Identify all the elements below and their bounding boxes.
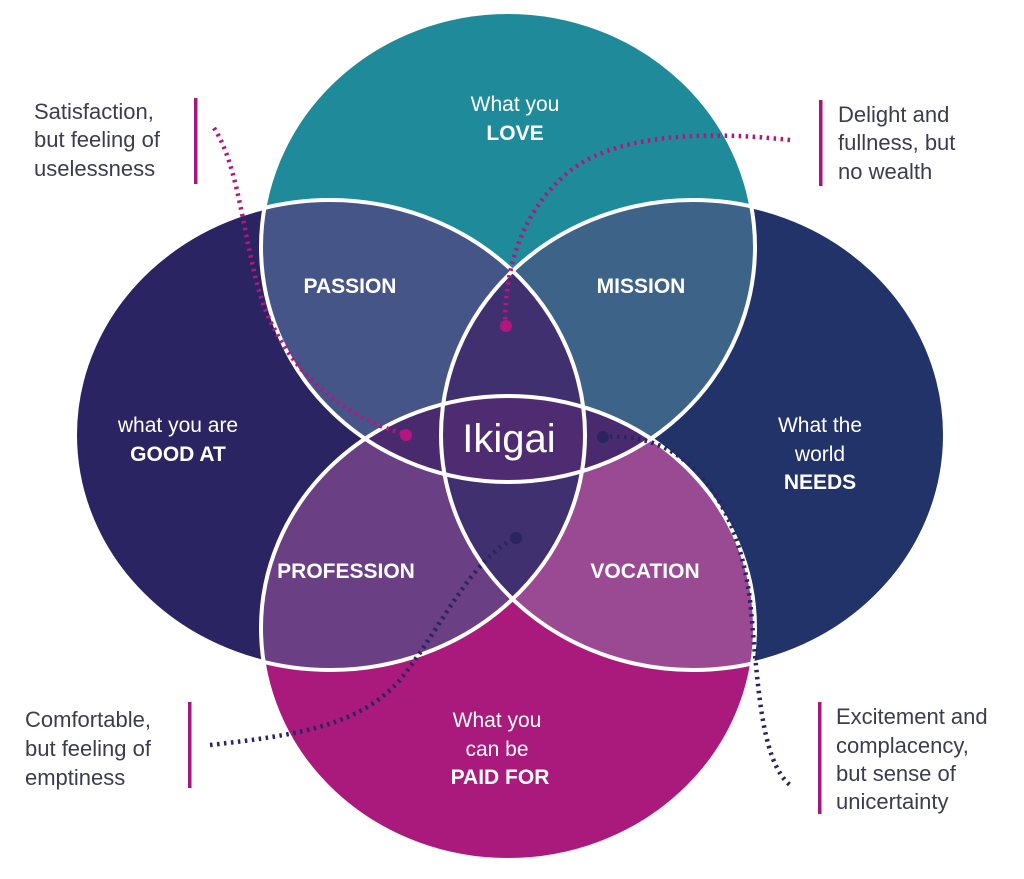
note-bottom-right-line3: but sense of — [836, 761, 957, 786]
needs-line3: NEEDS — [784, 471, 856, 494]
passion-label: PASSION — [304, 275, 397, 298]
note-top-left-line1: Satisfaction, — [34, 99, 154, 124]
note-top-right-line2: fullness, but — [838, 130, 955, 155]
needs-line2: world — [794, 443, 845, 466]
outline-top — [259, 10, 757, 484]
outline-bottom — [259, 394, 757, 862]
note-top-right: Delight and fullness, but no wealth — [819, 100, 955, 186]
profession-label: PROFESSION — [277, 560, 415, 583]
paid-line1: What you — [453, 709, 542, 732]
outline-left — [73, 198, 587, 672]
note-bottom-left: Comfortable, but feeling of emptiness — [25, 702, 192, 790]
outline-right — [439, 198, 947, 672]
note-bottom-right-line2: complacency, — [836, 733, 969, 758]
love-line2: LOVE — [486, 122, 543, 145]
mission-label: MISSION — [597, 275, 686, 298]
note-bottom-left-accent — [188, 702, 192, 788]
ikigai-core — [441, 396, 585, 482]
love-line1: What you — [471, 93, 560, 116]
note-bottom-left-line1: Comfortable, — [25, 707, 151, 732]
connector-top-right — [502, 133, 791, 326]
good-at-line1: what you are — [117, 414, 238, 437]
good-at-line2: GOOD AT — [130, 443, 226, 466]
note-top-right-line1: Delight and — [838, 102, 949, 127]
note-bottom-left-line3: emptiness — [25, 765, 125, 790]
note-top-left: Satisfaction, but feeling of uselessness — [34, 98, 198, 184]
note-bottom-right: Excitement and complacency, but sense of… — [818, 702, 988, 814]
note-top-right-accent — [819, 100, 823, 186]
paid-line3: PAID FOR — [451, 766, 550, 789]
note-bottom-left-line2: but feeling of — [25, 736, 152, 761]
dot-bottom-right — [597, 431, 609, 443]
note-bottom-right-line1: Excitement and — [836, 704, 988, 729]
connector-bottom-left — [209, 535, 516, 748]
note-top-left-accent — [194, 98, 198, 184]
ikigai-label: Ikigai — [462, 417, 555, 461]
connector-top-left — [212, 126, 406, 437]
paid-line2: can be — [465, 738, 528, 761]
dot-bottom-left — [510, 532, 522, 544]
note-bottom-right-accent — [818, 702, 822, 814]
vocation-label: VOCATION — [590, 560, 699, 583]
note-top-right-line3: no wealth — [838, 159, 932, 184]
dot-top-left — [400, 429, 412, 441]
note-top-left-line2: but feeling of — [34, 127, 161, 152]
needs-line1: What the — [778, 414, 862, 437]
dot-top-right — [500, 320, 512, 332]
note-bottom-right-line4: unicertainty — [836, 789, 949, 814]
note-top-left-line3: uselessness — [34, 156, 155, 181]
